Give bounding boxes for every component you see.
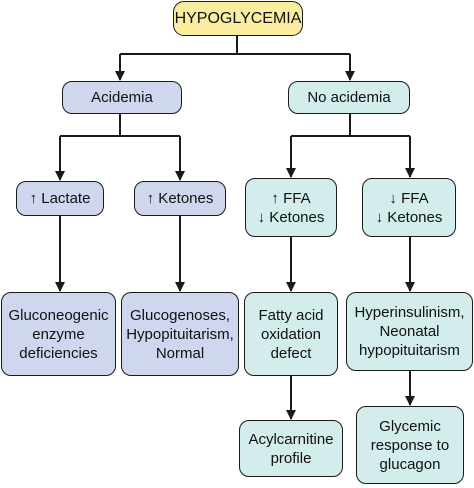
- glucogenoses-line-1: Glucogenoses,: [129, 306, 231, 324]
- ffa-down-ketones-down-node: ↓ FFA ↓ Ketones: [362, 178, 456, 237]
- hyperinsulinism-line-1: Hyperinsulinism,: [354, 304, 465, 321]
- acidemia-node: Acidemia: [62, 81, 182, 114]
- hyperinsulinism-line-3: hypopituitarism: [359, 342, 460, 359]
- glucogenoses-line-3: Normal: [155, 344, 205, 362]
- acylcarnitine-line-2: profile: [270, 449, 312, 467]
- fatty-acid-line-1: Fatty acid: [258, 306, 324, 324]
- gluconeogenic-line-1: Gluconeogenic: [8, 306, 109, 324]
- ffa-up-label: ↑ FFA: [271, 189, 311, 207]
- glycemic-line-2: response to: [370, 436, 450, 454]
- no-acidemia-label: No acidemia: [307, 89, 391, 106]
- gluconeogenic-line-2: enzyme: [32, 325, 85, 343]
- connector-root-split: [120, 36, 350, 55]
- glycemic-line-3: glucagon: [379, 455, 441, 473]
- gluconeogenic-node: Gluconeogenic enzyme deficiencies: [1, 292, 116, 376]
- ffa-down-label: ↓ FFA: [389, 189, 429, 207]
- ffa-up-ketones-down-node: ↑ FFA ↓ Ketones: [245, 178, 337, 237]
- fatty-acid-line-2: oxidation: [260, 325, 322, 343]
- acidemia-label: Acidemia: [91, 89, 153, 106]
- connector-acidemia-split: [60, 114, 180, 137]
- acylcarnitine-line-1: Acylcarnitine: [248, 430, 334, 448]
- hyperinsulinism-line-2: Neonatal: [379, 323, 440, 340]
- fatty-acid-line-3: defect: [270, 344, 312, 362]
- glycemic-response-node: Glycemic response to glucagon: [356, 406, 464, 484]
- hyperinsulinism-node: Hyperinsulinism, Neonatal hypopituitaris…: [346, 292, 473, 371]
- ffa-down-ketones-label: ↓ Ketones: [375, 208, 443, 226]
- lactate-node: ↑ Lactate: [16, 181, 104, 216]
- ffa-up-ketones-label: ↓ Ketones: [257, 208, 325, 226]
- no-acidemia-node: No acidemia: [288, 81, 410, 114]
- acylcarnitine-node: Acylcarnitine profile: [239, 420, 343, 477]
- glucogenoses-node: Glucogenoses, Hypopituitarism, Normal: [121, 292, 239, 376]
- ketones-label: ↑ Ketones: [146, 190, 214, 207]
- lactate-label: ↑ Lactate: [29, 190, 91, 207]
- fatty-acid-node: Fatty acid oxidation defect: [244, 292, 338, 376]
- connector-no-acidemia-split: [291, 114, 410, 137]
- hypoglycemia-label: HYPOGLYCEMIA: [174, 10, 302, 27]
- glucogenoses-line-2: Hypopituitarism,: [126, 325, 234, 343]
- ketones-node: ↑ Ketones: [134, 181, 226, 216]
- gluconeogenic-line-3: deficiencies: [19, 344, 98, 362]
- hypoglycemia-node: HYPOGLYCEMIA: [173, 1, 303, 36]
- glycemic-line-1: Glycemic: [379, 417, 441, 435]
